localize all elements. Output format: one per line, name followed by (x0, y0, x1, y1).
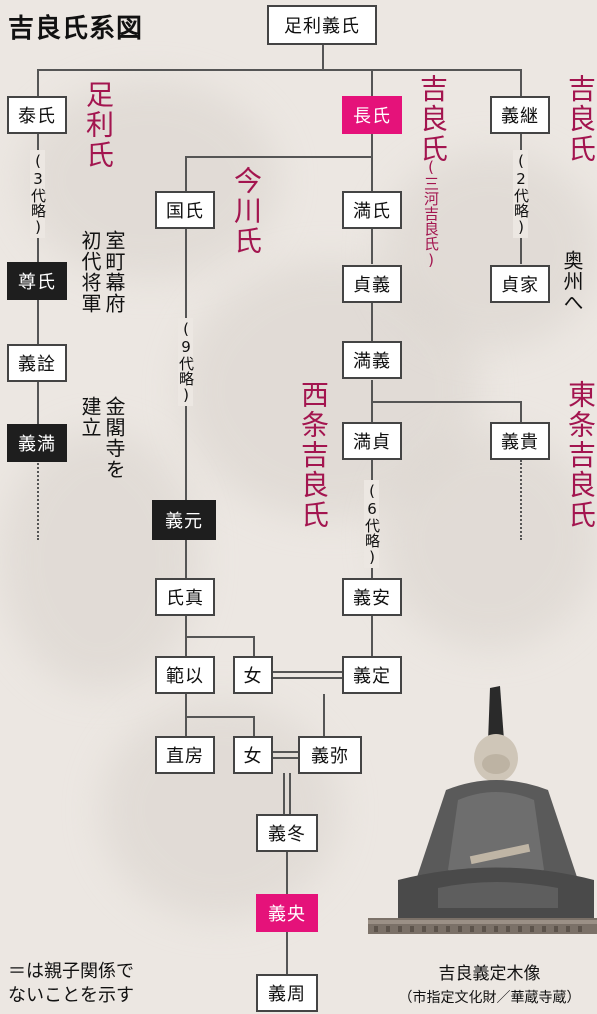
clan-label-ashikaga: 足利氏 (82, 80, 115, 170)
person-takauji: 尊氏 (7, 262, 67, 300)
person-yasuuji: 泰氏 (7, 96, 67, 134)
connector-line (185, 156, 373, 158)
person-yoshisada: 義定 (342, 656, 402, 694)
connector-line (185, 694, 187, 736)
person-ujizane: 氏真 (155, 578, 215, 616)
clan-label-tojo: 東条吉良氏 (564, 380, 597, 530)
generations-omitted-2: (2代略) (512, 150, 530, 238)
person-ashikaga-yoshiuji: 足利義氏 (267, 5, 377, 45)
person-daughter-2: 女 (233, 736, 273, 774)
clan-label-kira-yoshitsugu: 吉良氏 (564, 74, 597, 164)
connector-line (520, 69, 522, 96)
note-shogun-line1: 室町幕府 (102, 230, 126, 314)
connector-line (37, 300, 39, 344)
connector-line (185, 636, 255, 638)
person-yoshimitsu: 義満 (7, 424, 67, 462)
note-to-oshu: 奥州へ (560, 250, 584, 313)
connector-line (286, 932, 288, 974)
person-yoshifuyu: 義冬 (256, 814, 318, 852)
connector-line (185, 716, 255, 718)
note-kinkaku-line1: 金閣寺を (102, 396, 126, 480)
caption-subtitle: （市指定文化財／華蔵寺蔵） (398, 990, 581, 1006)
connector-line (37, 69, 521, 71)
adoption-double-line (272, 751, 300, 753)
connector-line (37, 380, 39, 425)
person-yoshitaka: 義貴 (490, 422, 550, 460)
connector-line (371, 614, 373, 656)
generations-omitted-6: (6代略) (363, 480, 381, 568)
adoption-double-line (272, 757, 300, 759)
adoption-double-line (283, 773, 285, 814)
adoption-double-line (323, 694, 325, 739)
caption-title: 吉良義定木像 (438, 964, 541, 984)
clan-label-mikawa: (三河吉良氏) (422, 158, 440, 269)
person-daughter-1: 女 (233, 656, 273, 694)
person-yoshitsugu: 義継 (490, 96, 550, 134)
connector-line (185, 540, 187, 578)
adoption-double-line (272, 671, 342, 673)
person-yoshichika: 義周 (256, 974, 318, 1012)
connector-line (322, 44, 324, 70)
person-yoshiakira: 義詮 (7, 344, 67, 382)
connector-line (371, 69, 373, 96)
adoption-double-line (272, 677, 342, 679)
clan-label-saijo: 西条吉良氏 (297, 380, 330, 530)
connector-line (253, 716, 255, 736)
person-yoshiyasu: 義安 (342, 578, 402, 616)
person-sadaie: 貞家 (490, 265, 550, 303)
connector-line (371, 303, 373, 341)
legend-line-2: ないことを示す (8, 985, 134, 1006)
legend: ＝は親子関係で ないことを示す (8, 960, 134, 1008)
connector-line (520, 401, 522, 422)
connector-line (185, 156, 187, 191)
generations-omitted-9: (9代略) (177, 318, 195, 406)
person-mitsusada: 満貞 (342, 422, 402, 460)
connector-line (371, 228, 373, 264)
connector-line (37, 69, 39, 96)
legend-line-1: ＝は親子関係で (8, 961, 134, 982)
connector-line (37, 460, 39, 540)
person-yoshihisa: 義央 (256, 894, 318, 932)
connector-line (520, 460, 522, 540)
person-kuniuji: 国氏 (155, 191, 215, 229)
person-osauji: 長氏 (342, 96, 402, 134)
person-sadayoshi: 貞義 (342, 265, 402, 303)
connector-line (253, 636, 255, 656)
connector-line (371, 401, 521, 403)
person-yoshimoto: 義元 (152, 500, 216, 540)
person-mitsuuji: 満氏 (342, 191, 402, 229)
statue-caption: 吉良義定木像 （市指定文化財／華蔵寺蔵） (382, 962, 597, 1010)
clan-label-imagawa: 今川氏 (230, 166, 263, 256)
generations-omitted-3: (3代略) (29, 150, 47, 238)
page-title: 吉良氏系図 (8, 14, 144, 44)
note-shogun-line2: 初代将軍 (78, 230, 102, 314)
connector-line (185, 614, 187, 656)
adoption-double-line (289, 773, 291, 814)
connector-line (286, 852, 288, 894)
note-kinkaku-line2: 建立 (78, 396, 102, 438)
connector-line (371, 134, 373, 191)
statue-photo (368, 686, 597, 934)
person-yoshimitsu-kira: 義弥 (298, 736, 362, 774)
person-naofusa: 直房 (155, 736, 215, 774)
person-norimochi: 範以 (155, 656, 215, 694)
clan-label-kira: 吉良氏 (416, 74, 449, 164)
person-mitsuyoshi: 満義 (342, 341, 402, 379)
